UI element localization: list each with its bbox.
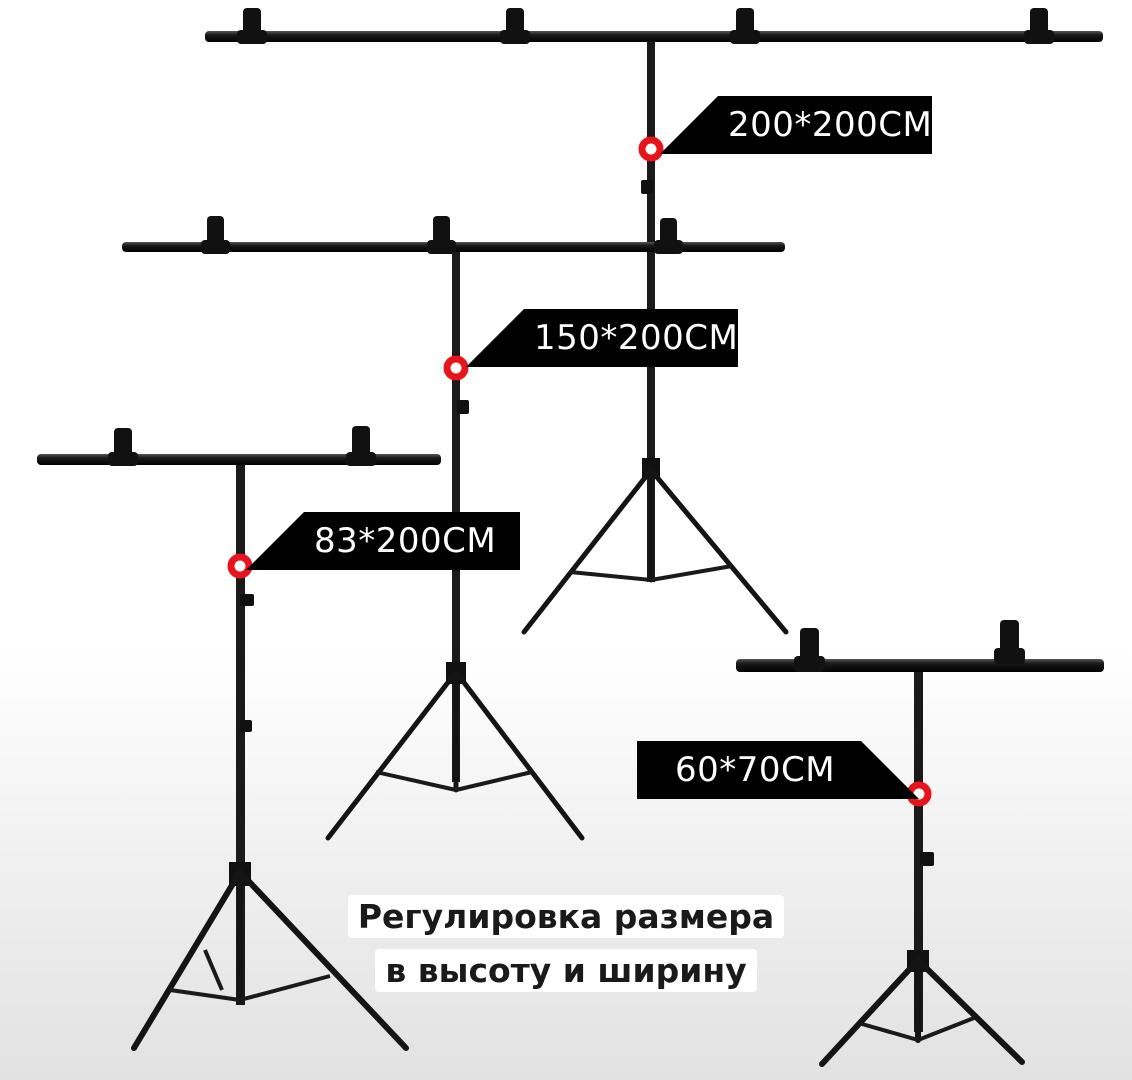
caption: Регулировка размера в высоту и ширину [336, 890, 796, 998]
pole-knob [920, 852, 934, 866]
pole-knob [240, 720, 252, 732]
stand-83x200 [37, 426, 441, 1051]
size-label-83x200: 83*200CM [246, 512, 520, 570]
tripod-braces [375, 770, 533, 792]
pole-knob [457, 400, 469, 414]
pole [914, 672, 923, 1032]
tripod-legs [521, 467, 789, 635]
tripod-legs [131, 869, 409, 1051]
clamp-icon [794, 620, 1025, 672]
caption-line-1: Регулировка размера [336, 890, 796, 944]
crossbar [736, 659, 1104, 672]
marker-dot [227, 553, 253, 579]
caption-text-1: Регулировка размера [347, 895, 785, 938]
clamp-icon [201, 216, 683, 254]
stand-60x70 [736, 620, 1104, 1067]
marker-dot [638, 136, 664, 162]
clamp-icon [237, 8, 1054, 44]
tripod-legs [819, 957, 1025, 1067]
pole-knob [641, 180, 653, 194]
caption-text-2: в высоту и ширину [375, 949, 757, 992]
clamp-icon [108, 426, 376, 466]
tripod-braces [169, 949, 331, 1002]
size-label-150x200: 150*200CM [466, 309, 738, 367]
tripod-braces [569, 564, 733, 582]
tripod-legs [325, 669, 585, 841]
marker-dots [227, 136, 932, 807]
caption-line-2: в высоту и ширину [336, 944, 796, 998]
crossbar [37, 454, 441, 465]
crossbar [205, 31, 1103, 42]
pole-knob [240, 594, 254, 606]
marker-dot [443, 355, 469, 381]
tripod-braces [861, 1016, 975, 1042]
pole [236, 465, 245, 1005]
